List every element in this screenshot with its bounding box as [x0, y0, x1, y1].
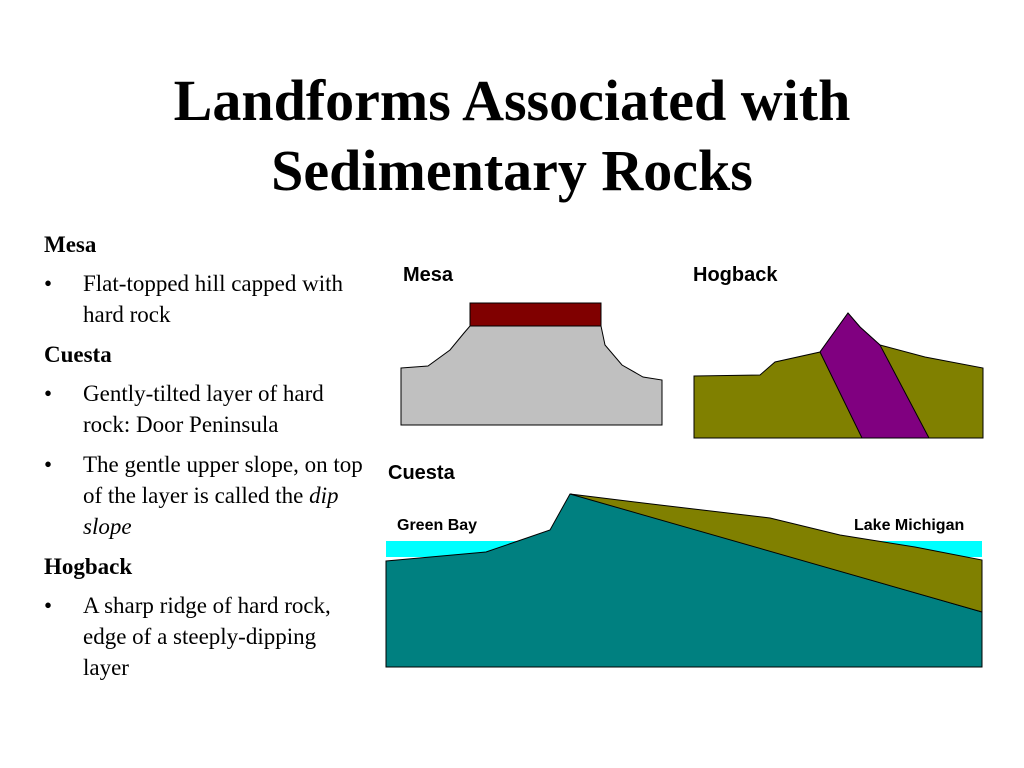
hogback-label: Hogback: [693, 264, 778, 286]
hogback-layer: [819, 312, 930, 439]
cuesta-bullet-1: • Gently-tilted layer of hard rock: Door…: [44, 378, 364, 440]
cuesta-heading: Cuesta: [44, 342, 112, 367]
mesa-label: Mesa: [403, 264, 454, 286]
mesa-body: [400, 325, 663, 426]
text-column: Mesa • Flat-topped hill capped with hard…: [44, 229, 364, 692]
hogback-bullet-text: A sharp ridge of hard rock, edge of a st…: [83, 593, 331, 680]
hogback-bullet: • A sharp ridge of hard rock, edge of a …: [44, 590, 364, 683]
bullet-dot: •: [44, 271, 53, 296]
bullet-dot: •: [44, 593, 53, 618]
hogback-heading: Hogback: [44, 554, 133, 579]
green-bay-label: Green Bay: [397, 517, 477, 534]
cuesta-layer: [569, 493, 983, 613]
cuesta-bullet-2-prefix: The gentle upper slope, on top of the la…: [83, 452, 363, 508]
dip-slope-emphasis: dip slope: [83, 483, 339, 539]
mesa-cap: [469, 302, 602, 327]
cuesta-bullet-2-text: The gentle upper slope, on top of the la…: [83, 449, 364, 542]
landform-diagram: Mesa Hogback Cuesta Green Bay Lake Michi…: [385, 264, 984, 668]
cuesta-bullet-2: • The gentle upper slope, on top of the …: [44, 449, 364, 542]
mesa-bullet-text: Flat-topped hill capped with hard rock: [83, 271, 343, 327]
mesa-heading: Mesa: [44, 232, 97, 257]
mesa-bullet: • Flat-topped hill capped with hard rock: [44, 268, 364, 330]
bullet-dot: •: [44, 381, 53, 406]
lake-michigan-label: Lake Michigan: [854, 517, 964, 534]
cuesta-bullet-1-text: Gently-tilted layer of hard rock: Door P…: [83, 381, 324, 437]
slide-title-line-1: Landforms Associated with: [173, 68, 851, 133]
slide-title: Landforms Associated with Sedimentary Ro…: [0, 66, 1024, 206]
bullet-dot: •: [44, 452, 53, 477]
cuesta-label: Cuesta: [388, 462, 456, 484]
slide-title-line-2: Sedimentary Rocks: [271, 138, 753, 203]
